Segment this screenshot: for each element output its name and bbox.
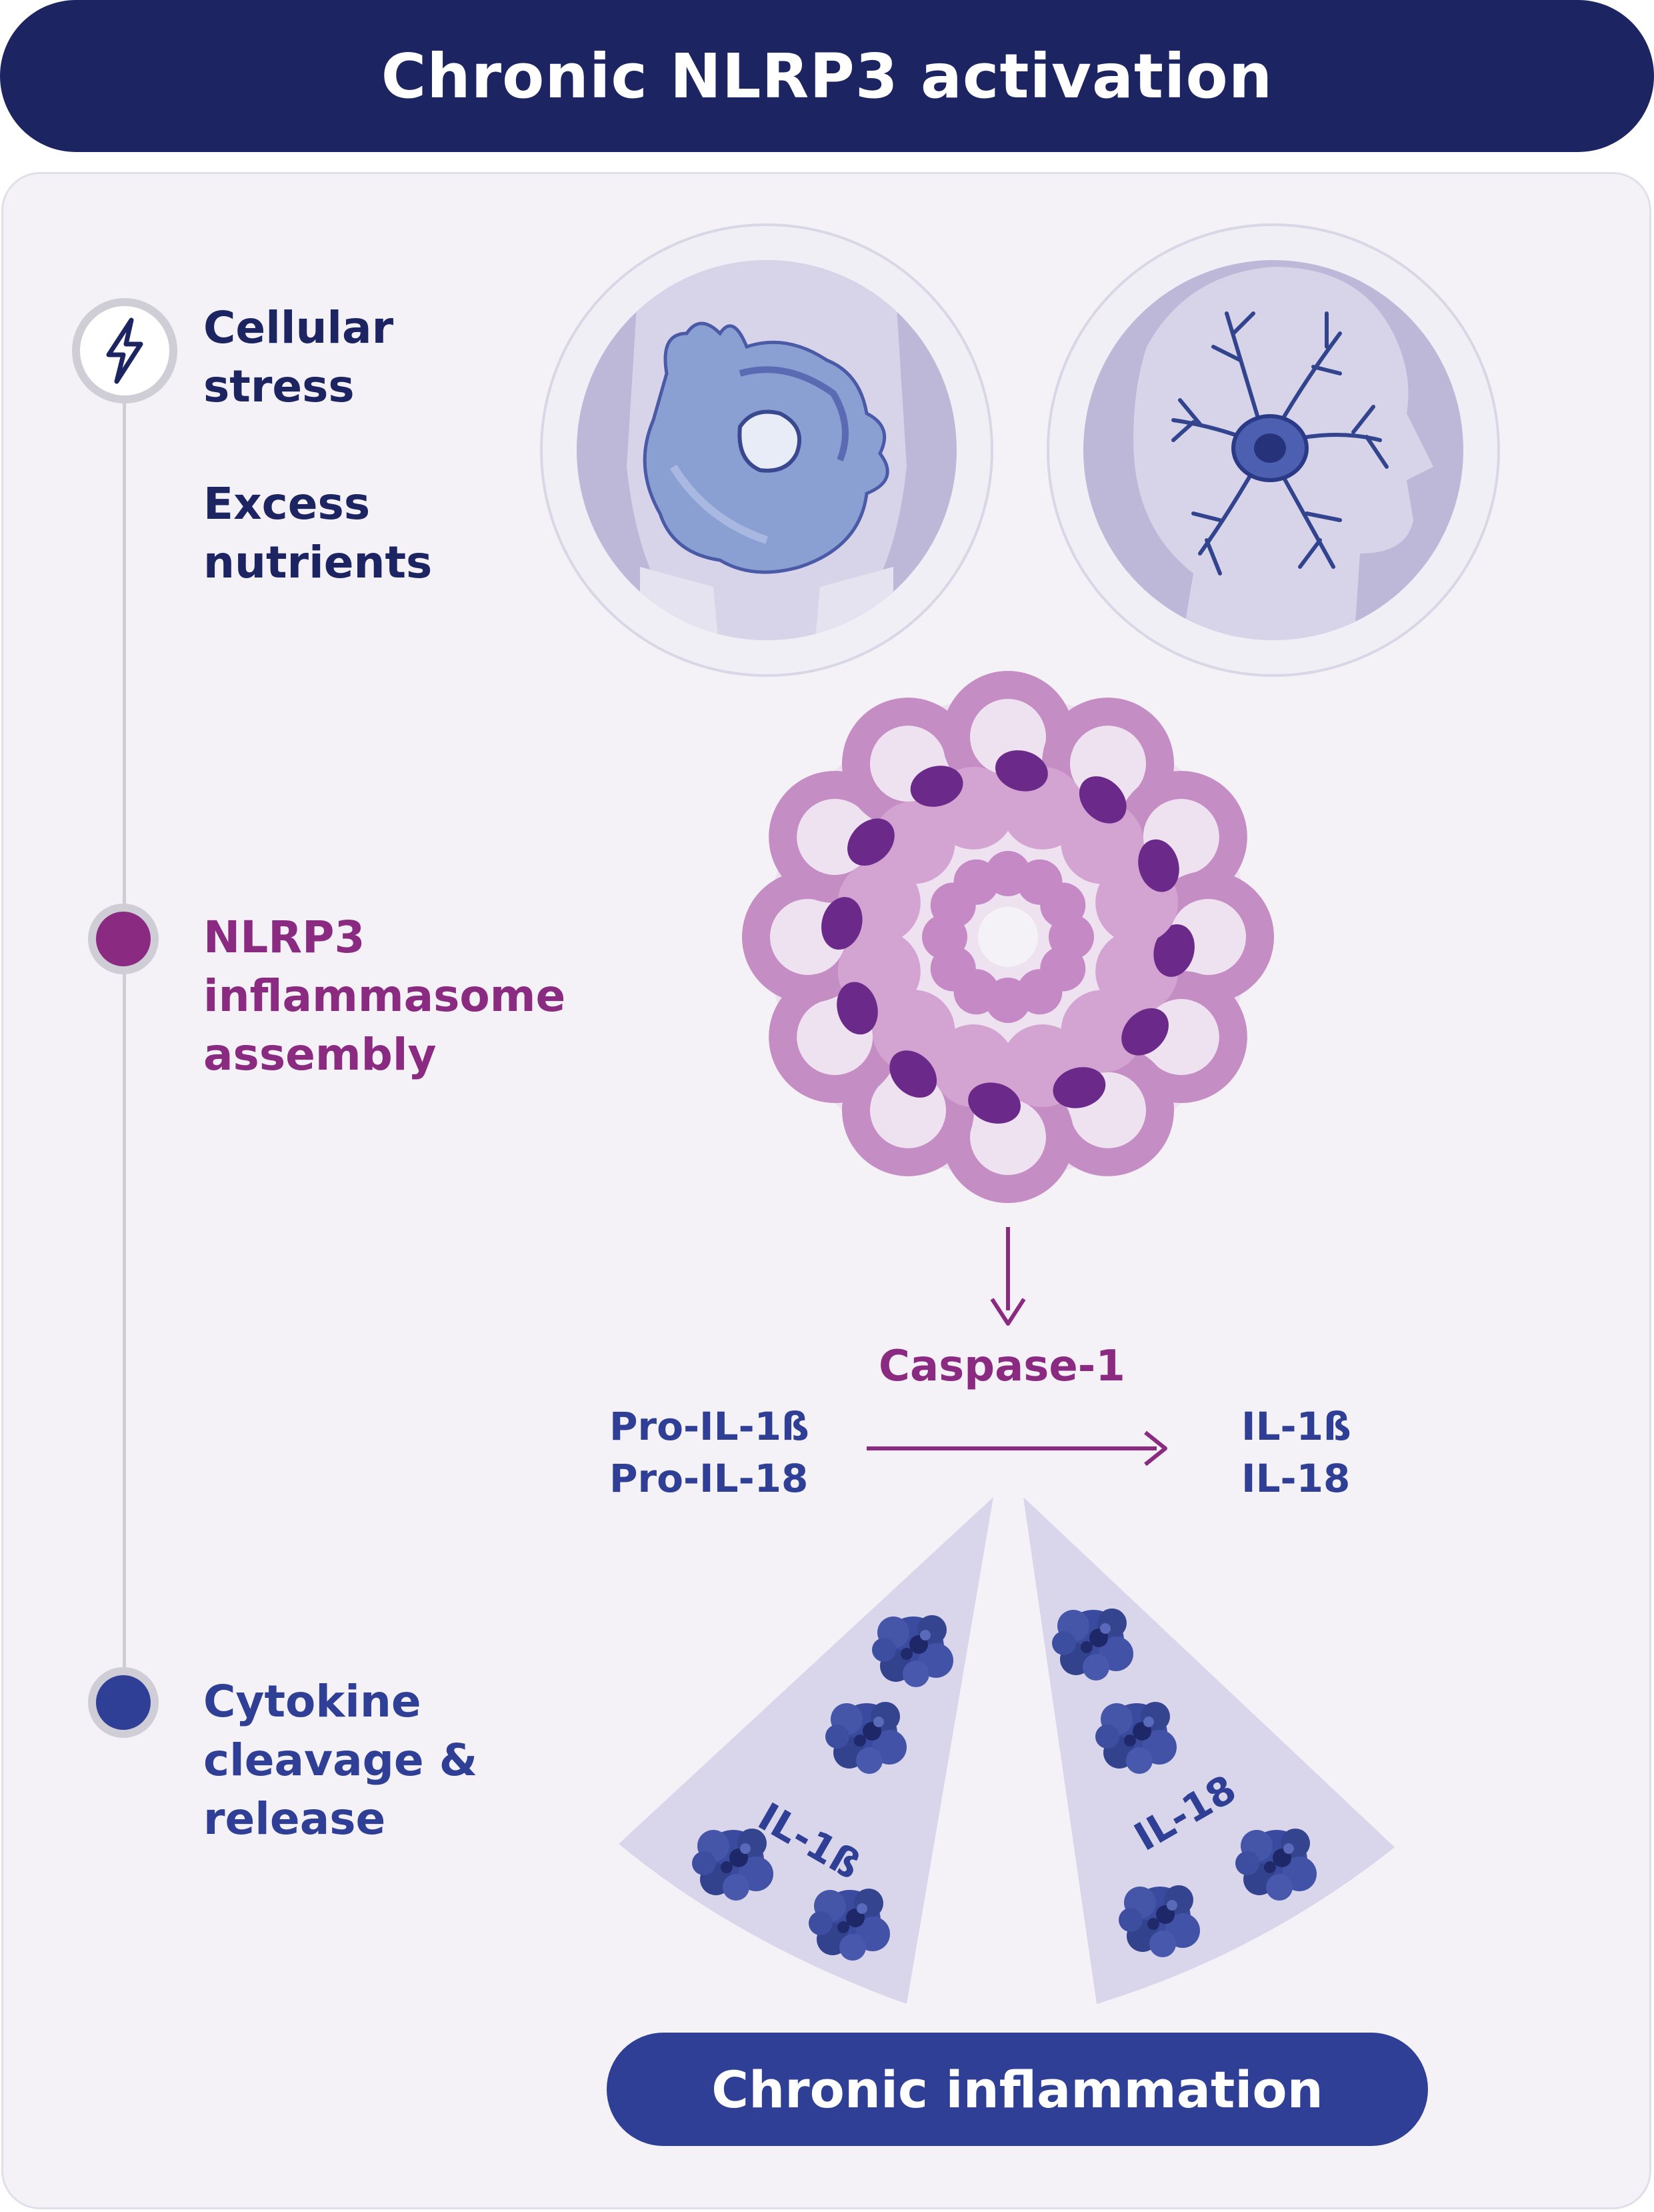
dark-domain	[968, 1082, 1021, 1124]
substrate-label: Pro-IL-1ß	[609, 1404, 809, 1449]
dark-domain	[847, 818, 895, 866]
label-line: Cytokine	[203, 1676, 421, 1727]
label-line: cleavage &	[203, 1735, 478, 1786]
dark-domain	[821, 897, 863, 950]
cytokine-step-dot	[88, 1667, 159, 1738]
dark-domain	[837, 982, 878, 1035]
core-domain	[1040, 882, 1086, 928]
caspase-label: Caspase-1	[879, 1342, 1125, 1391]
dark-domain	[889, 1050, 937, 1098]
dark-domain	[1138, 839, 1179, 892]
brain-neuron-illustration	[1047, 223, 1500, 677]
product-label: IL-1ß	[1241, 1404, 1351, 1449]
dark-domain	[1121, 1008, 1169, 1056]
dark-domain	[995, 750, 1048, 792]
cytokine-cone-right	[1023, 1497, 1395, 2004]
middle-domain	[1061, 990, 1144, 1073]
label-line: NLRP3	[203, 912, 365, 963]
label-cytokine-release: Cytokine cleavage & release	[203, 1673, 477, 1849]
inflammasome-illustration	[742, 671, 1274, 1203]
label-line: nutrients	[203, 537, 433, 588]
substrate-label: Pro-IL-18	[609, 1456, 809, 1501]
label-line: release	[203, 1793, 386, 1845]
outcome-pill: Chronic inflammation	[607, 2033, 1428, 2146]
stress-step-marker	[72, 298, 177, 403]
label-line: inflammasome	[203, 970, 566, 1022]
arrow-down	[990, 1227, 1026, 1326]
header-banner: Chronic NLRP3 activation	[0, 0, 1654, 152]
lightning-bolt-icon	[106, 317, 143, 384]
label-line: stress	[203, 361, 355, 412]
label-line: Cellular	[203, 302, 394, 353]
substrate-labels: Pro-IL-1ß Pro-IL-18	[609, 1400, 809, 1504]
core-center	[978, 907, 1038, 967]
page-title: Chronic NLRP3 activation	[381, 40, 1273, 112]
middle-domain	[1061, 801, 1144, 884]
label-line: Excess	[203, 478, 371, 529]
product-label: IL-18	[1241, 1456, 1351, 1501]
dark-domain	[1153, 924, 1195, 977]
dark-domain	[1079, 776, 1127, 824]
arrow-right	[867, 1430, 1167, 1466]
middle-domain	[872, 801, 955, 884]
label-line: assembly	[203, 1029, 437, 1080]
outcome-label: Chronic inflammation	[711, 2059, 1323, 2119]
dark-domain	[910, 766, 963, 807]
product-labels: IL-1ß IL-18	[1241, 1400, 1351, 1504]
nlrp3-step-dot	[88, 904, 159, 974]
label-nlrp3-assembly: NLRP3 inflammasome assembly	[203, 908, 565, 1084]
liver-illustration	[540, 223, 993, 677]
middle-domain	[872, 990, 955, 1073]
timeline-line	[123, 400, 126, 1727]
label-cellular-stress: Cellular stress	[203, 299, 393, 416]
label-excess-nutrients: Excess nutrients	[203, 475, 432, 592]
cytokine-cone-left	[619, 1497, 993, 2004]
dark-domain	[1053, 1067, 1106, 1108]
